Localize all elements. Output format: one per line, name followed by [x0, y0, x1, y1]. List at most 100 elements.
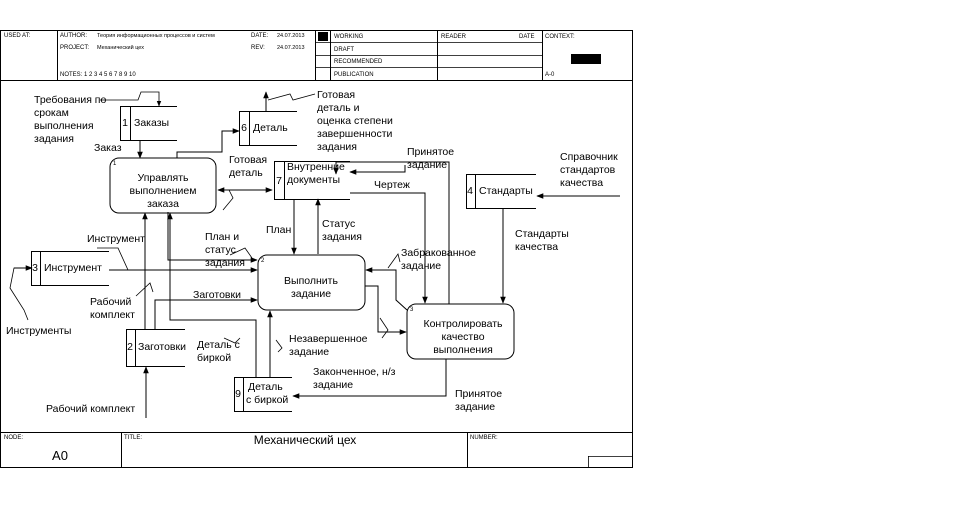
label-tools: Инструменты [6, 325, 71, 337]
number-label: NUMBER: [470, 435, 498, 441]
label-status-line: Статус [322, 218, 355, 230]
squiggle [222, 189, 234, 211]
label-finished-detail-line: оценка степени [317, 115, 393, 127]
label-unfinished-line: задание [289, 346, 329, 358]
squiggle [275, 339, 283, 353]
activity-number: 1 [113, 161, 117, 167]
arrow-labels: Требования по срокам выполнения задания … [6, 89, 618, 415]
label-plan-status-line: План и [205, 231, 239, 243]
label-accepted-bottom-line: задание [455, 401, 495, 413]
store-tool[interactable]: 3 Инструмент [31, 251, 110, 286]
squiggle [223, 337, 241, 344]
footer: NODE: A0 TITLE: Механический цех NUMBER: [4, 432, 633, 467]
arrow-plan-status [167, 212, 258, 263]
reader-label: READER [441, 34, 467, 40]
store-blanks[interactable]: 2 Заготовки [126, 329, 187, 367]
label-accepted-top-line: задание [407, 159, 447, 171]
label-order: Заказ [94, 142, 122, 154]
used-at-label: USED AT: [4, 33, 31, 39]
arrow-requirements [100, 91, 162, 107]
project-label: PROJECT: [60, 45, 89, 51]
status-draft: DRAFT [334, 47, 354, 53]
activity-label-line: задание [291, 288, 331, 300]
header: USED AT: AUTHOR: Теория информационных п… [4, 30, 601, 80]
label-quality-standards-line: Стандарты [515, 228, 569, 240]
reader-date-label: DATE [519, 34, 535, 40]
label-requirements-line: срокам [34, 107, 69, 119]
store-number: 4 [467, 185, 473, 197]
label-detail-tag-line: биркой [197, 352, 231, 364]
arrow-drawing [350, 192, 428, 304]
context-label: CONTEXT: [545, 34, 575, 40]
arrow-tagged-manage [167, 212, 257, 377]
store-label: Заготовки [138, 341, 186, 353]
label-detail-tag-line: Деталь с [197, 339, 240, 351]
store-detail[interactable]: 6 Деталь [239, 111, 298, 146]
label-rejected-line: Забракованное [401, 247, 476, 259]
label-plan-status-line: задания [205, 257, 245, 269]
rev-label: REV: [251, 45, 265, 51]
activity-manage-order[interactable]: 1 Управлять выполнением заказа [109, 157, 217, 214]
activity-label-line: выполнением [130, 185, 197, 197]
squiggle [229, 247, 253, 259]
project-value: Механический цех [97, 44, 144, 51]
arrows [9, 91, 620, 418]
store-number: 9 [235, 388, 241, 400]
arrow-rejected [365, 267, 408, 311]
label-plan: План [266, 224, 292, 236]
store-label-line: с биркой [246, 394, 288, 406]
label-unfinished-line: Незавершенное [289, 333, 368, 345]
label-finished-detail-line: Готовая [317, 89, 355, 101]
store-label-line: Деталь [248, 381, 283, 393]
working-marker [318, 32, 328, 41]
arrow-to-detail [176, 128, 240, 158]
store-internal-docs[interactable]: 7 Внутренние документы [274, 161, 351, 200]
store-label-line: Внутренние [287, 161, 345, 173]
activity-label-line: Выполнить [284, 275, 338, 287]
label-work-kit-mid-line: комплект [90, 309, 135, 321]
store-label: Деталь [253, 122, 288, 134]
label-reference-line: стандартов [560, 164, 616, 176]
author-value: Теория информационных процессов и систем [97, 33, 215, 39]
status-recommended: RECOMMENDED [334, 59, 383, 65]
label-quality-standards-line: качества [515, 241, 558, 253]
label-finished-short-line: Готовая [229, 154, 267, 166]
label-work-kit-mid-line: Рабочий [90, 296, 131, 308]
squiggle [97, 247, 129, 271]
label-drawing: Чертеж [374, 179, 410, 191]
label-plan-status-line: статус [205, 244, 236, 256]
store-label-line: документы [287, 174, 340, 186]
label-blanks: Заготовки [193, 289, 241, 301]
activity-label-line: заказа [147, 198, 179, 210]
squiggle [135, 282, 154, 297]
status-publication: PUBLICATION [334, 72, 374, 78]
label-finished-nz-line: задание [313, 379, 353, 391]
arrow-qc-docs [333, 161, 450, 304]
squiggle [267, 93, 316, 101]
node-value: A0 [52, 448, 68, 463]
label-status-line: задания [322, 231, 362, 243]
activity-number: 2 [261, 258, 265, 264]
activity-quality-control[interactable]: 3 Контролировать качество выполнения [406, 303, 515, 360]
arrow-blanks [154, 297, 258, 329]
store-tagged-detail[interactable]: 9 Деталь с биркой [234, 377, 293, 412]
store-standards[interactable]: 4 Стандарты [466, 174, 537, 209]
label-finished-detail-line: завершенности [317, 128, 393, 140]
store-number: 2 [127, 341, 133, 353]
squiggle [379, 317, 389, 339]
diagram-title: Механический цех [254, 433, 356, 447]
context-marker [571, 54, 601, 64]
arrow-accepted-top [349, 165, 406, 175]
label-tool: Инструмент [87, 233, 145, 245]
date-label: DATE: [251, 33, 269, 39]
author-label: AUTHOR: [60, 33, 87, 39]
frame [0, 30, 633, 468]
label-accepted-top-line: Принятое [407, 146, 454, 158]
notes: NOTES: 1 2 3 4 5 6 7 8 9 10 [60, 72, 136, 78]
activity-execute-task[interactable]: 2 Выполнить задание [257, 254, 366, 311]
label-reference-line: качества [560, 177, 603, 189]
store-label: Заказы [134, 117, 169, 129]
label-finished-nz-line: Законченное, н/з [313, 366, 396, 378]
activity-label-line: Управлять [138, 172, 190, 184]
store-orders[interactable]: 1 Заказы [120, 106, 178, 141]
